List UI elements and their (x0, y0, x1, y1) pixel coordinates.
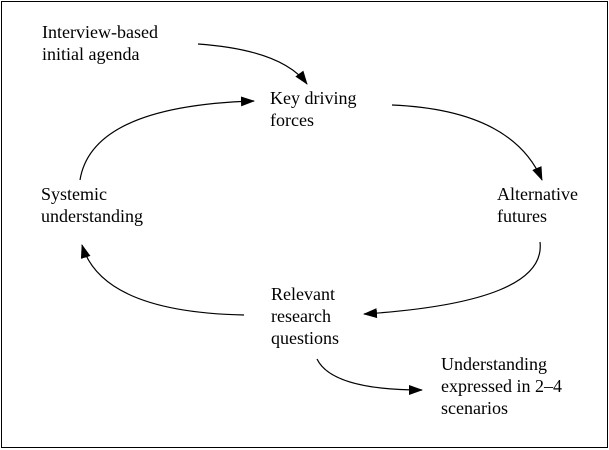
arrow-questions-to-understanding (80, 244, 245, 316)
node-scenarios: Understanding expressed in 2–4 scenarios (441, 353, 562, 419)
node-key-driving-forces: Key driving forces (270, 87, 356, 131)
arrow-questions-to-scenarios (316, 358, 423, 395)
node-line: research (271, 306, 331, 326)
arrow-futures-to-questions (363, 241, 541, 319)
node-systemic-understanding: Systemic understanding (41, 183, 143, 227)
node-line: Understanding (441, 354, 547, 374)
node-line: futures (497, 206, 547, 226)
node-line: Relevant (271, 284, 335, 304)
node-line: Key driving (270, 88, 357, 108)
node-line: Systemic (41, 184, 107, 204)
arrow-understanding-to-forces (79, 96, 255, 181)
node-line: forces (270, 110, 314, 130)
arrow-agenda-to-forces (197, 43, 308, 85)
node-line: questions (271, 328, 340, 348)
node-line: expressed in 2–4 (441, 376, 562, 396)
node-relevant-research-questions: Relevant research questions (271, 283, 339, 349)
node-line: understanding (41, 206, 143, 226)
node-line: Alternative (497, 184, 578, 204)
node-initial-agenda: Interview-based initial agenda (42, 21, 158, 65)
node-line: Interview-based (42, 22, 158, 42)
arrow-forces-to-futures (391, 104, 543, 181)
node-line: scenarios (441, 398, 508, 418)
node-line: initial agenda (42, 44, 140, 64)
node-alternative-futures: Alternative futures (497, 183, 578, 227)
